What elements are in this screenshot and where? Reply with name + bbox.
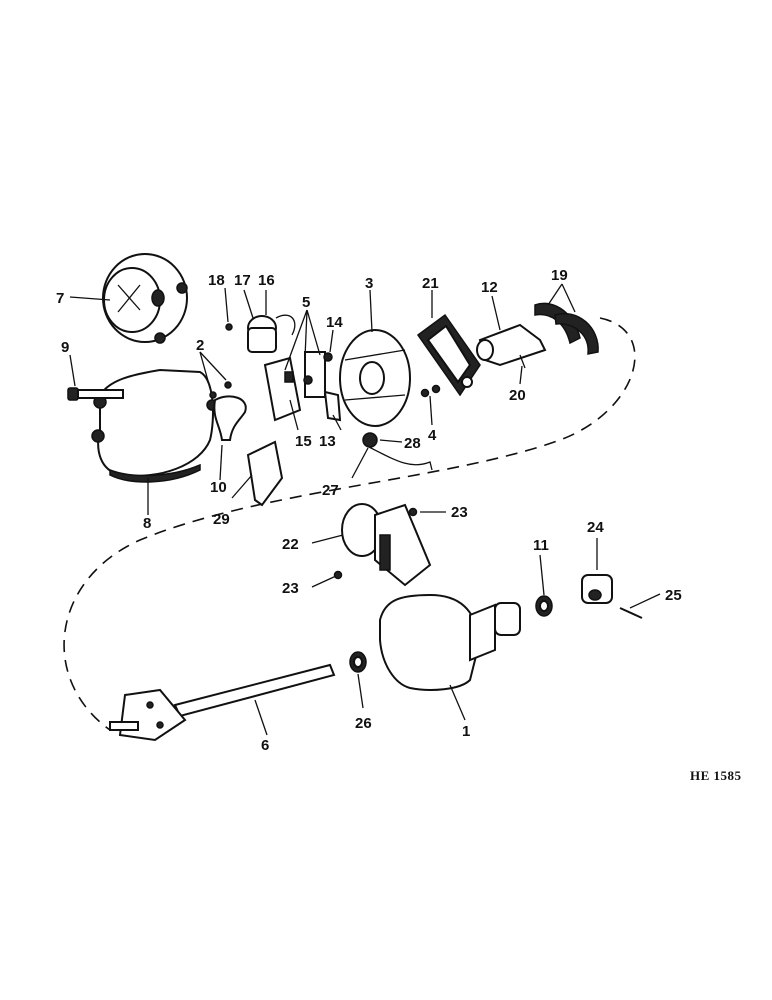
part-4-screw bbox=[431, 384, 441, 394]
callout-3: 3 bbox=[365, 275, 373, 292]
part-8-cap-body bbox=[91, 368, 218, 483]
callout-6: 6 bbox=[261, 737, 269, 754]
callout-10: 10 bbox=[210, 479, 227, 496]
callout-24: 24 bbox=[587, 519, 604, 536]
part-25-pin bbox=[619, 607, 643, 619]
part-4-screw bbox=[420, 388, 430, 398]
part-16-condenser bbox=[247, 314, 296, 353]
callout-20: 20 bbox=[509, 387, 526, 404]
callout-1: 1 bbox=[462, 723, 470, 740]
part-21-gasket bbox=[416, 313, 481, 397]
callout-22: 22 bbox=[282, 536, 299, 553]
callout-27: 27 bbox=[322, 482, 339, 499]
part-23-screw bbox=[408, 507, 418, 517]
part-27-wire-lead bbox=[364, 444, 433, 471]
callout-28: 28 bbox=[404, 435, 421, 452]
part-3-breaker-plate bbox=[339, 329, 411, 427]
part-26-washer bbox=[349, 651, 367, 673]
callout-13: 13 bbox=[319, 433, 336, 450]
callout-16: 16 bbox=[258, 272, 275, 289]
callout-17: 17 bbox=[234, 272, 251, 289]
callout-14: 14 bbox=[326, 314, 343, 331]
part-29-plate bbox=[246, 440, 284, 507]
part-18-screw bbox=[225, 323, 233, 331]
part-14-screw bbox=[323, 352, 333, 362]
part-9-bolt bbox=[67, 387, 124, 401]
callout-9: 9 bbox=[61, 339, 69, 356]
callout-23-upper: 23 bbox=[451, 504, 468, 521]
callout-29: 29 bbox=[213, 511, 230, 528]
callout-5: 5 bbox=[302, 294, 310, 311]
callout-19: 19 bbox=[551, 267, 568, 284]
part-13-bracket bbox=[323, 390, 342, 422]
part-19-gaskets bbox=[534, 302, 599, 355]
callout-2: 2 bbox=[196, 337, 204, 354]
callout-25: 25 bbox=[665, 587, 682, 604]
callout-26: 26 bbox=[355, 715, 372, 732]
part-7-cap bbox=[102, 253, 188, 344]
part-23-screw bbox=[333, 570, 343, 580]
leader-lines bbox=[69, 283, 661, 736]
callout-4: 4 bbox=[428, 427, 437, 444]
callout-11: 11 bbox=[533, 537, 549, 554]
part-11-washer bbox=[535, 595, 553, 617]
callout-8: 8 bbox=[143, 515, 151, 532]
part-10-clip bbox=[213, 395, 247, 441]
part-2-screw bbox=[224, 381, 232, 389]
part-2-screw bbox=[209, 391, 217, 399]
part-24-gear bbox=[581, 574, 613, 604]
part-22-vacuum-advance bbox=[341, 503, 432, 587]
callout-21: 21 bbox=[422, 275, 439, 292]
part-1-housing bbox=[379, 593, 521, 691]
part-15-breaker-points bbox=[263, 351, 326, 422]
callout-7: 7 bbox=[56, 290, 64, 307]
callout-23-lower: 23 bbox=[282, 580, 299, 597]
callout-18: 18 bbox=[208, 272, 225, 289]
part-6-shaft bbox=[109, 663, 336, 742]
figure-id-label: HE 1585 bbox=[690, 768, 742, 783]
part-12-housing bbox=[476, 323, 547, 369]
callout-numbers: 7 2 9 8 10 29 18 17 16 5 15 14 13 3 21 1… bbox=[56, 267, 682, 754]
callout-12: 12 bbox=[481, 279, 498, 296]
assembly-path-line bbox=[63, 317, 636, 731]
callout-15: 15 bbox=[295, 433, 312, 450]
